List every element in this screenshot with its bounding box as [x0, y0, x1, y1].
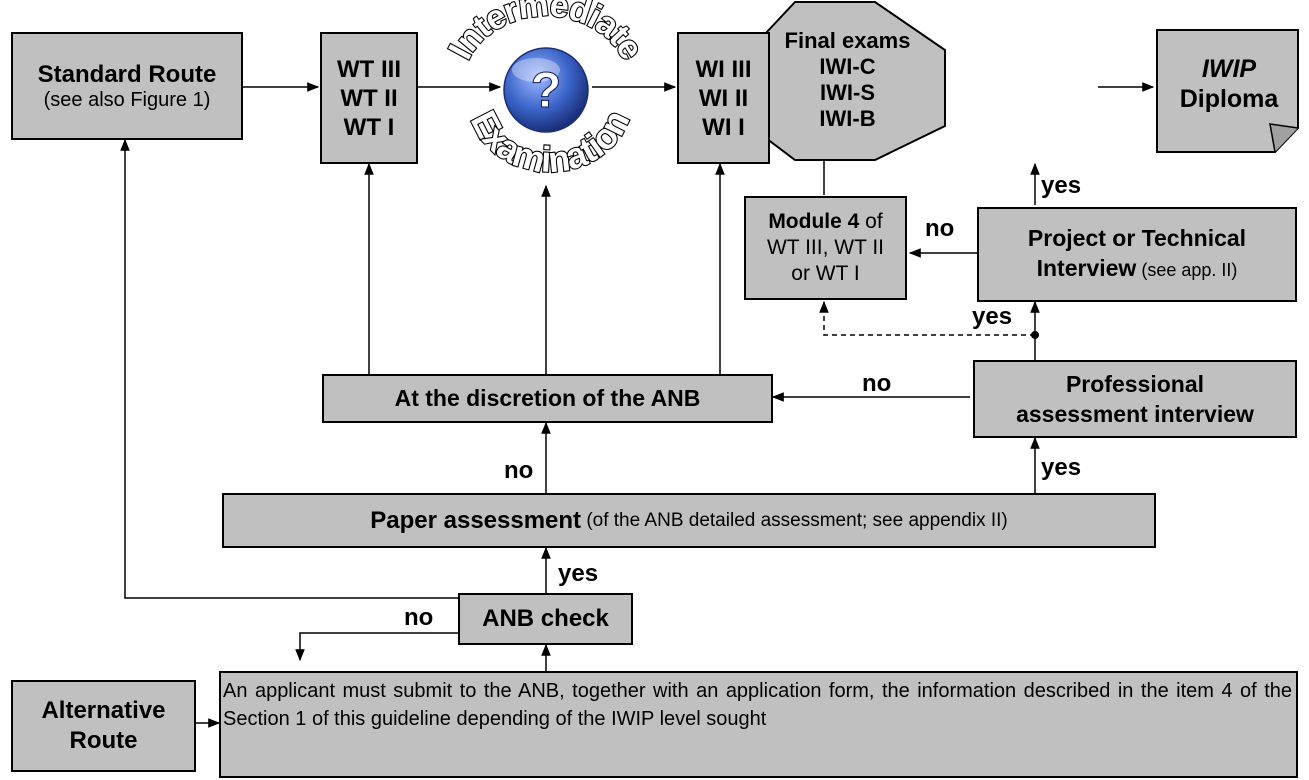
arrow-dashed-yes: [819, 300, 1035, 336]
wt-line-2: WT II: [340, 84, 398, 112]
final-exams-title: Final exams: [784, 28, 911, 53]
wi-line-1: WI III: [695, 55, 752, 83]
anb-check-box: ANB check: [458, 593, 633, 645]
paper-assessment-bold: Paper assessment: [370, 506, 582, 534]
application-text: An applicant must submit to the ANB, tog…: [223, 680, 1292, 730]
diploma-line-2: Diploma: [1179, 85, 1279, 113]
final-exams-text: Final exams IWI-C IWI-S IWI-B: [760, 0, 935, 160]
alternative-line-2: Route: [69, 727, 138, 754]
wt-box: WT III WT II WT I: [320, 32, 418, 164]
final-exams-line-1: IWI-C: [819, 54, 876, 79]
professional-line-2: assessment interview: [1016, 401, 1254, 427]
label-yes-final: yes: [1041, 172, 1082, 199]
wi-line-2: WI II: [698, 84, 749, 112]
label-yes-dashed: yes: [972, 303, 1013, 330]
module4-line-2: WT III, WT II: [766, 236, 885, 259]
paper-assessment-rest: (of the ANB detailed assessment; see app…: [581, 509, 1008, 531]
professional-interview-box: Professional assessment interview: [973, 360, 1297, 438]
standard-route-subtitle: (see also Figure 1): [43, 88, 211, 111]
standard-route-box: Standard Route (see also Figure 1): [11, 32, 243, 140]
module4-of: of: [859, 210, 883, 233]
alternative-route-box: Alternative Route: [11, 680, 196, 772]
question-ball-icon: [503, 47, 589, 133]
final-exams-line-2: IWI-S: [820, 80, 875, 105]
diploma-line-1: IWIP: [1201, 55, 1257, 83]
label-no-paper: no: [504, 457, 534, 484]
paper-assessment-box: Paper assessment (of the ANB detailed as…: [222, 493, 1156, 548]
module4-bold: Module 4: [768, 210, 860, 233]
module4-line-3: or WT I: [791, 262, 860, 285]
final-exams-line-3: IWI-B: [819, 106, 876, 131]
module4-box: Module 4 of WT III, WT II or WT I: [744, 196, 907, 300]
application-box: An applicant must submit to the ANB, tog…: [219, 671, 1298, 778]
professional-line-1: Professional: [1065, 371, 1205, 397]
wi-line-3: WI I: [702, 113, 745, 141]
arrow-check-to-standard: [120, 138, 458, 599]
label-yes-check: yes: [558, 560, 599, 587]
standard-route-title: Standard Route: [37, 60, 217, 88]
anb-check-text: ANB check: [482, 605, 609, 632]
wi-box: WI III WI II WI I: [677, 32, 770, 164]
wt-line-1: WT III: [337, 55, 401, 83]
project-interview-rest: (see app. II): [1136, 259, 1238, 280]
project-interview-line-1: Project or Technical: [1027, 224, 1247, 251]
discretion-box: At the discretion of the ANB: [322, 374, 773, 423]
junction-dot: [1031, 331, 1039, 339]
label-no-check: no: [404, 604, 434, 631]
diploma-text: IWIP Diploma: [1160, 34, 1298, 134]
question-mark-icon: ?: [531, 62, 562, 118]
wt-line-3: WT I: [343, 113, 395, 141]
arrow-check-no: [295, 632, 458, 662]
project-interview-bold: Interview: [1036, 254, 1137, 281]
label-no-module: no: [925, 215, 955, 242]
label-no-prof: no: [862, 370, 892, 397]
discretion-text: At the discretion of the ANB: [394, 385, 701, 411]
project-interview-box: Project or Technical Interview (see app.…: [977, 207, 1297, 302]
alternative-line-1: Alternative: [41, 697, 166, 724]
label-yes-paper: yes: [1041, 454, 1082, 481]
diploma-fold: [1269, 123, 1299, 153]
question-ball-highlight: [512, 58, 560, 82]
